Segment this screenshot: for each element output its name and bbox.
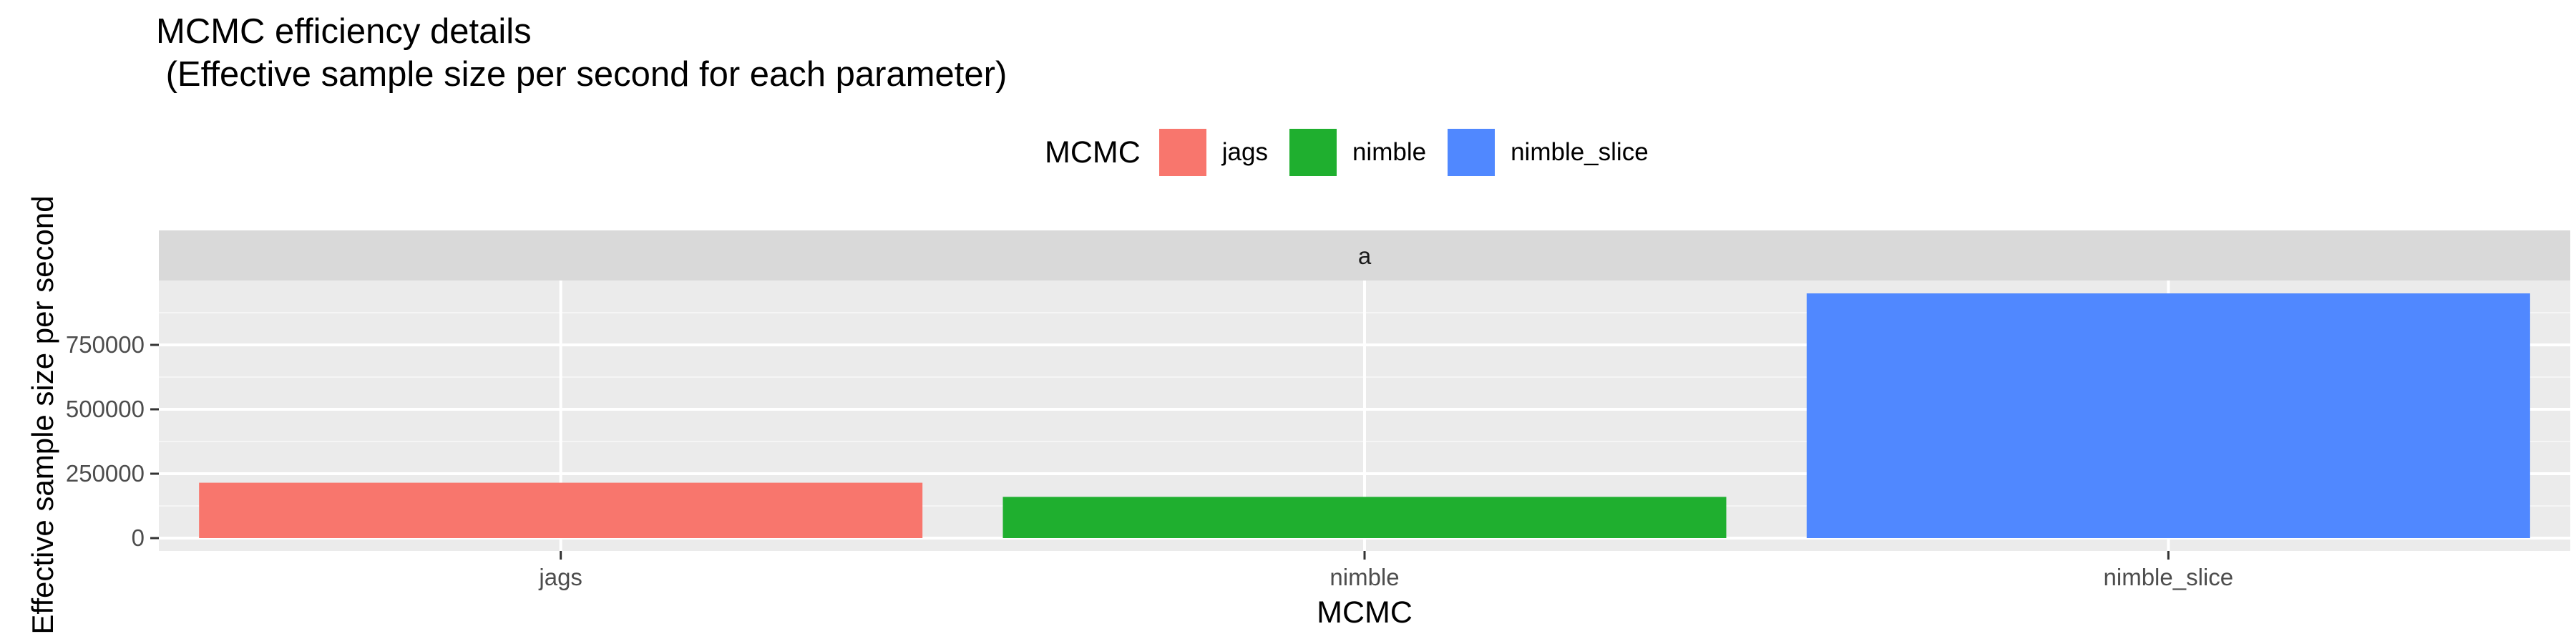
y-tick-label: 0 [132, 525, 145, 551]
y-tick-label: 250000 [66, 460, 145, 487]
legend-label-nimble: nimble [1352, 138, 1427, 166]
facet-strip [159, 230, 2570, 280]
legend-label-nimble-slice: nimble_slice [1511, 138, 1649, 166]
legend-title: MCMC [1045, 135, 1141, 170]
chart-title: MCMC efficiency details (Effective sampl… [156, 12, 1008, 94]
bar-nimble_slice [1806, 293, 2530, 538]
bar-jags [199, 482, 923, 538]
legend-key-jags [1158, 129, 1206, 176]
x-tick-label-jags: jags [538, 564, 582, 590]
bar-nimble [1002, 497, 1727, 538]
legend-key-nimble [1289, 129, 1337, 176]
x-axis-label: MCMC [1317, 595, 1413, 630]
y-tick-label: 750000 [66, 331, 145, 358]
x-tick-label-nimble: nimble [1330, 564, 1399, 590]
legend-item-nimble-slice: nimble_slice [1448, 129, 1649, 176]
legend-item-nimble: nimble [1289, 129, 1426, 176]
y-tick-label: 500000 [66, 396, 145, 422]
legend-label-jags: jags [1221, 138, 1268, 166]
legend-item-jags: jags [1158, 129, 1268, 176]
x-tick-label-nimble_slice: nimble_slice [2104, 564, 2234, 590]
facet-strip-label: a [1358, 243, 1372, 269]
legend-key-nimble-slice [1448, 129, 1496, 176]
legend: MCMC jags nimble nimble_slice [1045, 127, 1670, 177]
